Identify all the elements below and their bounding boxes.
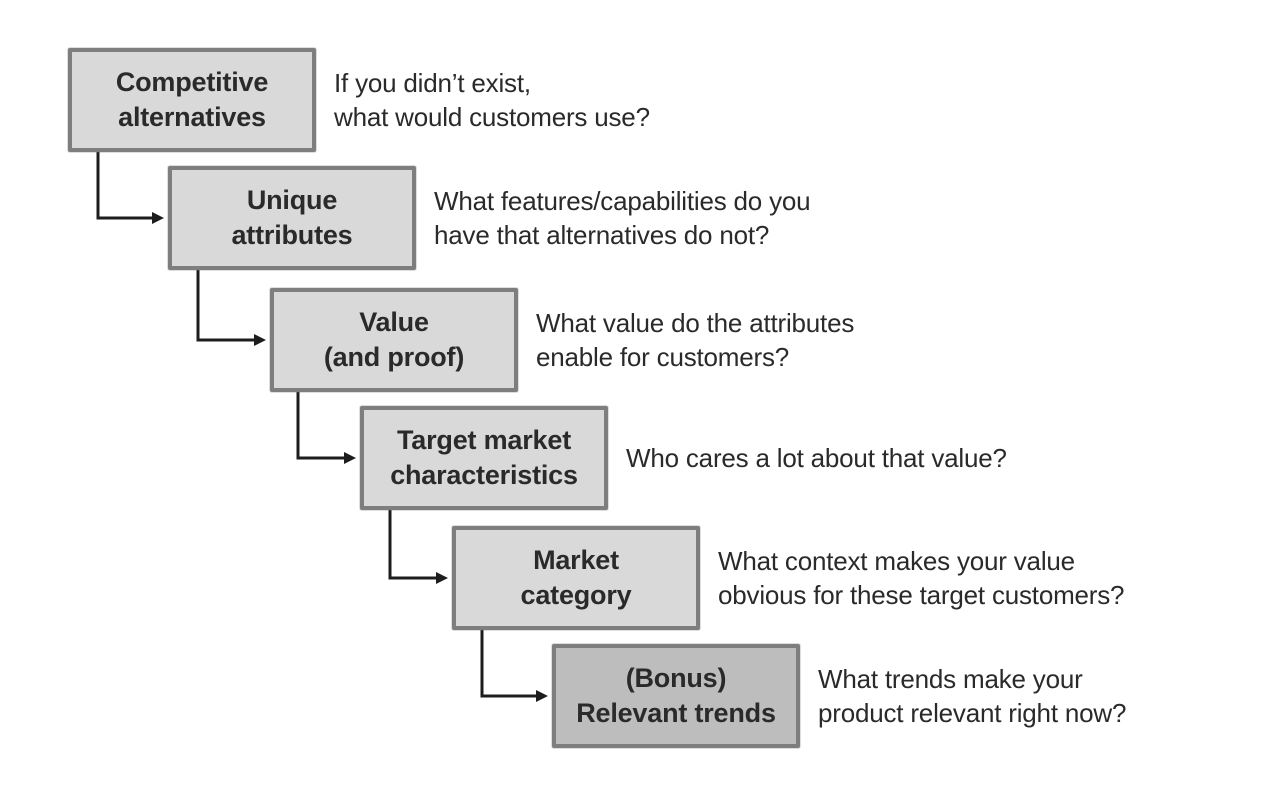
step-label-value-and-proof: Value (and proof) <box>323 307 465 372</box>
connector-arrow-1 <box>96 152 164 224</box>
step-question-unique-attributes: What features/capabilities do you have t… <box>434 186 811 250</box>
step-box-relevant-trends: (Bonus) Relevant trends <box>552 644 800 748</box>
step-question-competitive-alternatives: If you didn’t exist, what would customer… <box>334 68 650 132</box>
step-label-relevant-trends: (Bonus) Relevant trends <box>576 663 776 728</box>
step-question-market-category: What context makes your value obvious fo… <box>718 546 1125 610</box>
step-box-target-market-characteristics: Target market characteristics <box>360 406 608 510</box>
connector-arrow-5 <box>480 630 548 702</box>
step-label-market-category: Market category <box>520 545 632 610</box>
step-label-competitive-alternatives: Competitive alternatives <box>115 67 269 132</box>
connector-arrow-2 <box>196 270 266 346</box>
step-label-unique-attributes: Unique attributes <box>231 185 353 250</box>
step-question-relevant-trends: What trends make your product relevant r… <box>818 664 1127 728</box>
step-box-value-and-proof: Value (and proof) <box>270 288 518 392</box>
step-box-market-category: Market category <box>452 526 700 630</box>
step-box-competitive-alternatives: Competitive alternatives <box>68 48 316 152</box>
step-question-value-and-proof: What value do the attributes enable for … <box>536 308 855 372</box>
step-box-unique-attributes: Unique attributes <box>168 166 416 270</box>
step-label-target-market-characteristics: Target market characteristics <box>390 425 578 490</box>
connector-arrow-4 <box>388 510 448 584</box>
connector-arrow-3 <box>296 392 356 464</box>
step-question-target-market-characteristics: Who cares a lot about that value? <box>626 443 1007 473</box>
